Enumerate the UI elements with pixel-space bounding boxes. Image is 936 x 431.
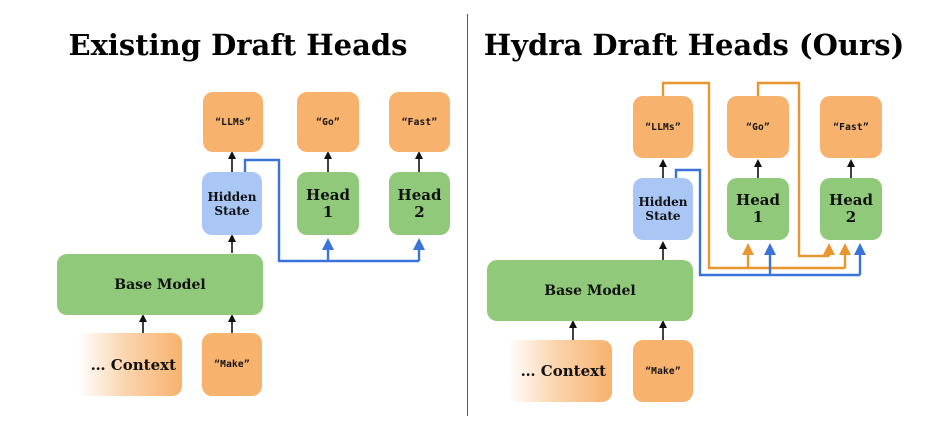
right-head-1-label: Head 1 <box>736 191 780 226</box>
left-token-llms: “LLMs” <box>203 92 263 152</box>
left-token-go: “Go” <box>297 92 359 152</box>
left-token-fast: “Fast” <box>389 92 450 152</box>
left-head-2-label: Head 2 <box>397 185 442 221</box>
left-head-1-label: Head 1 <box>306 185 350 221</box>
right-hidden-state: Hidden State <box>633 178 693 240</box>
right-head-2: Head 2 <box>820 178 882 240</box>
right-token-go: “Go” <box>727 96 789 158</box>
orange-wire-llms-out <box>661 81 845 270</box>
blue-wire-hidden-to-heads <box>243 158 419 263</box>
left-context: … Context <box>78 333 182 396</box>
right-input-make: “Make” <box>633 340 693 402</box>
left-hidden-state: Hidden State <box>202 172 262 235</box>
left-title: Existing Draft Heads <box>68 28 408 62</box>
left-head-1: Head 1 <box>297 172 359 235</box>
orange-wire-go-out <box>756 81 829 258</box>
r-blue-wire-hidden-to-heads <box>674 168 860 277</box>
left-base-model: Base Model <box>57 254 263 315</box>
right-head-1: Head 1 <box>727 178 789 240</box>
right-token-fast: “Fast” <box>820 96 882 158</box>
right-context: … Context <box>508 340 612 402</box>
left-input-make: “Make” <box>202 333 262 396</box>
right-base-model: Base Model <box>487 260 693 321</box>
left-head-2: Head 2 <box>389 172 450 235</box>
right-head-2-label: Head 2 <box>829 191 873 226</box>
panel-divider <box>467 14 468 416</box>
right-hidden-state-label: Hidden State <box>638 195 688 223</box>
right-token-llms: “LLMs” <box>633 96 693 158</box>
left-hidden-state-label: Hidden State <box>207 189 257 218</box>
right-title: Hydra Draft Heads (Ours) <box>483 28 905 62</box>
